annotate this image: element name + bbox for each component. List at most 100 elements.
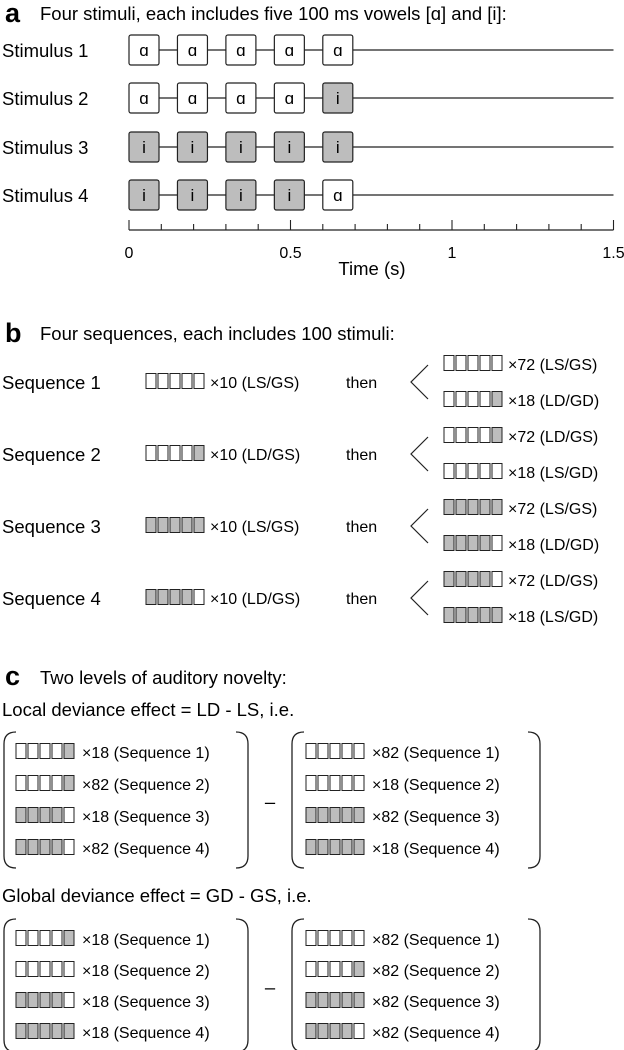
vowel-box — [322, 82, 354, 114]
right-bracket-close — [527, 918, 541, 1050]
stimulus-icon-box — [305, 807, 317, 823]
branch-stimulus-icon — [443, 535, 503, 551]
branch-stimulus-icon — [443, 391, 503, 407]
stimulus-icon-box — [317, 930, 329, 946]
vowel-label: ɑ — [285, 89, 294, 108]
stimulus-icon-box — [467, 571, 479, 587]
right-term: ×82 (Sequence 3) — [372, 809, 500, 826]
first-block-count: ×10 (LD/GS) — [210, 591, 300, 608]
time-axis-tick-label: 0 — [125, 245, 134, 262]
left-bracket-open — [3, 918, 17, 1050]
right-stimulus-icon — [305, 807, 365, 823]
right-term: ×82 (Sequence 1) — [372, 932, 500, 949]
stimulus-icon-box — [329, 775, 341, 791]
vowel-box — [128, 131, 160, 163]
branch-chevron — [410, 436, 429, 472]
stimulus-icon-box — [479, 607, 491, 623]
branch-count: ×18 (LS/GD) — [508, 465, 598, 482]
vowel-box — [128, 82, 160, 114]
right-stimulus-icon — [305, 1023, 365, 1039]
stimulus-icon-box — [51, 992, 63, 1008]
stimulus-icon-box — [491, 499, 503, 515]
right-term: ×18 (Sequence 4) — [372, 841, 500, 858]
stimulus-icon-box — [193, 517, 205, 533]
stimulus-icon-box — [491, 571, 503, 587]
vowel-label: i — [191, 186, 195, 205]
vowel-box — [273, 82, 305, 114]
global-deviance-title: Global deviance effect = GD - GS, i.e. — [2, 885, 312, 906]
stimulus-icon-box — [15, 807, 27, 823]
then-label: then — [346, 519, 377, 536]
stimulus-icon-box — [341, 807, 353, 823]
stimulus-icon-box — [329, 807, 341, 823]
stimulus-icon-box — [353, 1023, 365, 1039]
stimulus-icon-box — [467, 355, 479, 371]
stimulus-icon-box — [341, 961, 353, 977]
stimulus-icon-box — [305, 930, 317, 946]
stimulus-icon-box — [443, 607, 455, 623]
stimulus-icon-box — [443, 535, 455, 551]
stimulus-icon-box — [39, 807, 51, 823]
branch-chevron — [410, 580, 429, 616]
stimulus-icon-box — [341, 930, 353, 946]
stimulus-icon-box — [27, 743, 39, 759]
stimulus-icon-box — [39, 961, 51, 977]
stimulus-icon-box — [15, 992, 27, 1008]
stimulus-icon-box — [51, 1023, 63, 1039]
vowel-label: i — [336, 138, 340, 157]
stimulus-icon-box — [353, 961, 365, 977]
stimulus-icon-box — [317, 743, 329, 759]
stimulus-icon-box — [479, 571, 491, 587]
stimulus-icon-box — [341, 775, 353, 791]
vowel-label: i — [239, 186, 243, 205]
branch-count: ×72 (LD/GS) — [508, 573, 598, 590]
stimulus-icon-box — [443, 463, 455, 479]
stimulus-icon-box — [51, 961, 63, 977]
vowel-box — [225, 34, 257, 66]
panel-b-letter: b — [5, 318, 22, 348]
stimulus-icon-box — [317, 775, 329, 791]
vowel-box — [322, 131, 354, 163]
stimulus-icon-box — [169, 517, 181, 533]
stimulus-icon-box — [169, 373, 181, 389]
stimulus-icon-box — [169, 589, 181, 605]
stimulus-icon-box — [305, 961, 317, 977]
left-term: ×18 (Sequence 3) — [82, 809, 210, 826]
stimulus-icon-box — [51, 839, 63, 855]
stimulus-label: Stimulus 1 — [2, 40, 88, 61]
left-bracket-close — [235, 918, 249, 1050]
right-term: ×82 (Sequence 1) — [372, 745, 500, 762]
stimulus-icon-box — [353, 930, 365, 946]
stimulus-icon-box — [15, 743, 27, 759]
left-stimulus-icon — [15, 1023, 75, 1039]
branch-count: ×18 (LS/GD) — [508, 609, 598, 626]
then-label: then — [346, 447, 377, 464]
stimulus-icon-box — [479, 463, 491, 479]
left-term: ×18 (Sequence 1) — [82, 932, 210, 949]
stimulus-icon-box — [317, 839, 329, 855]
stimulus-icon-box — [467, 391, 479, 407]
stimulus-label: Stimulus 2 — [2, 88, 88, 109]
branch-count: ×18 (LD/GD) — [508, 537, 599, 554]
time-axis-tick-label: 1.5 — [602, 245, 624, 262]
stimulus-icon-box — [491, 463, 503, 479]
stimulus-icon-box — [63, 930, 75, 946]
vowel-label: i — [287, 186, 291, 205]
stimulus-icon-box — [145, 517, 157, 533]
stimulus-icon-box — [443, 391, 455, 407]
stimulus-icon-box — [181, 589, 193, 605]
stimulus-icon-box — [63, 839, 75, 855]
stimulus-icon-box — [145, 445, 157, 461]
vowel-box — [322, 34, 354, 66]
stimulus-icon-box — [317, 1023, 329, 1039]
minus-sign: – — [265, 791, 276, 812]
stimulus-icon-box — [341, 1023, 353, 1039]
stimulus-icon-box — [443, 499, 455, 515]
stimulus-icon-box — [51, 743, 63, 759]
stimulus-icon-box — [157, 373, 169, 389]
stimulus-icon-box — [15, 961, 27, 977]
branch-count: ×72 (LS/GS) — [508, 357, 597, 374]
stimulus-icon-box — [169, 445, 181, 461]
stimulus-icon-box — [353, 775, 365, 791]
stimulus-icon-box — [15, 839, 27, 855]
